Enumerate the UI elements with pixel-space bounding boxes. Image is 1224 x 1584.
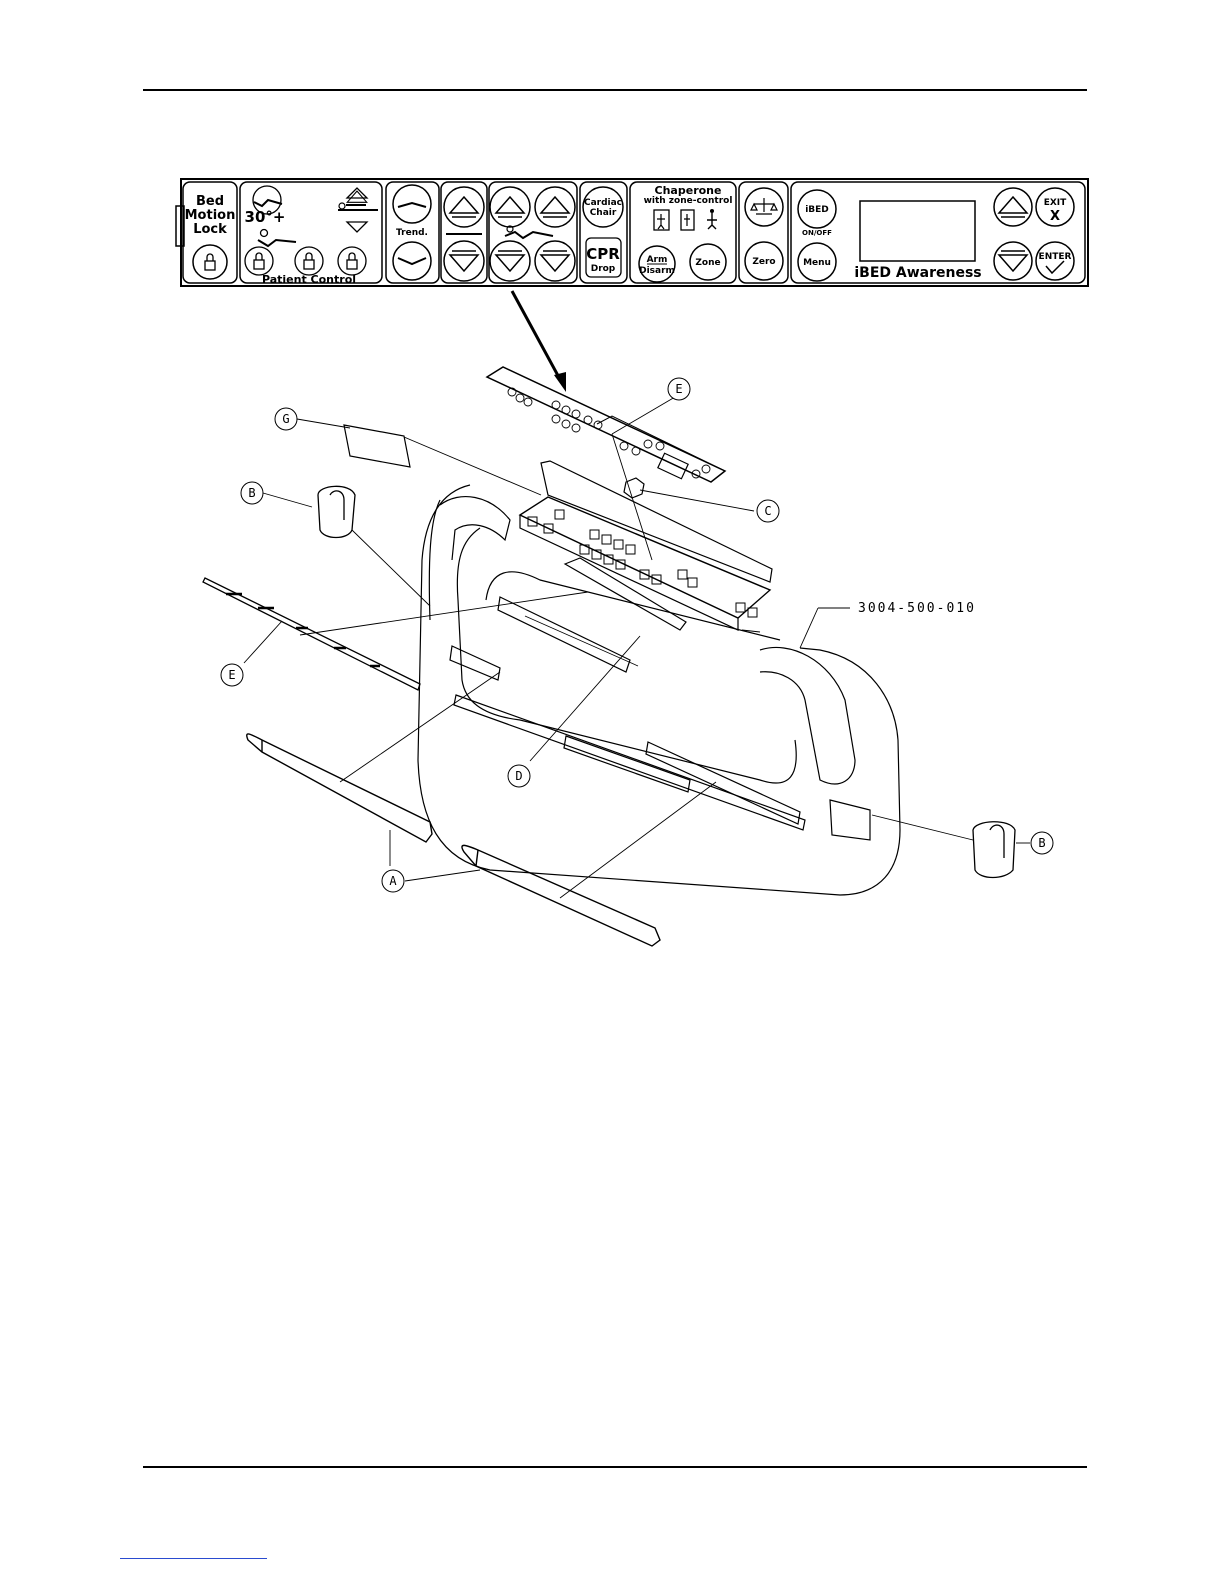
- callout-d: D: [515, 769, 522, 783]
- callout-e-top: E: [675, 382, 682, 396]
- exit-x: X: [1050, 209, 1060, 224]
- callout-e-left: E: [228, 668, 235, 682]
- ibed-awareness-label: iBED Awareness: [854, 265, 981, 281]
- lock-icon: [205, 254, 215, 270]
- part-b-right: [973, 822, 1015, 878]
- chaperone-sub: with zone-control: [644, 196, 733, 206]
- callout-b-left: B: [248, 486, 255, 500]
- bed-motion-lock-label-2: Motion: [185, 208, 236, 223]
- ibed-label: iBED: [805, 205, 829, 215]
- display-screen: [860, 201, 975, 261]
- callout-a: A: [389, 874, 397, 888]
- enter-label: ENTER: [1039, 252, 1072, 262]
- trend-label: Trend.: [396, 228, 428, 238]
- scroll-up-button: [994, 188, 1032, 226]
- disarm-label: Disarm: [639, 266, 675, 276]
- bed-down-icon: [347, 222, 367, 232]
- label-g-part: [344, 425, 410, 467]
- exit-label: EXIT: [1044, 198, 1067, 208]
- pointer-arrow: [512, 291, 566, 392]
- bed-down-button: [444, 241, 484, 281]
- callout-g: G: [282, 412, 289, 426]
- patient-control-label: Patient Control: [262, 273, 356, 286]
- control-panel-overlay: Bed Motion Lock 30°+ Patient Control Tre…: [176, 179, 1088, 286]
- bed-up-button: [444, 187, 484, 227]
- cpr-label: CPR: [586, 245, 620, 263]
- check-icon: [1046, 261, 1064, 273]
- leader-lines: [244, 397, 1030, 898]
- drop-label: Drop: [591, 264, 616, 274]
- footboard-assembly: [418, 367, 900, 895]
- scale-icon: [751, 198, 777, 214]
- on-off-label: ON/OFF: [802, 229, 832, 237]
- bed-up-icon: [347, 188, 367, 198]
- menu-label: Menu: [803, 258, 831, 268]
- angle-label: 30°+: [245, 208, 286, 226]
- scroll-down-button: [994, 242, 1032, 280]
- fowler-icon: [258, 240, 296, 246]
- zone-label: Zone: [695, 258, 720, 268]
- callout-c: C: [764, 504, 771, 518]
- bed-motion-lock-label-3: Lock: [193, 222, 227, 237]
- chair-label: Chair: [590, 208, 617, 218]
- part-b-left: [318, 486, 355, 537]
- bed-motion-lock-button: [193, 245, 227, 279]
- part-number: 3004-500-010: [858, 601, 976, 616]
- cardiac-label: Cardiac: [584, 198, 622, 208]
- callout-b-right: B: [1038, 836, 1045, 850]
- bed-motion-lock-label-1: Bed: [196, 194, 224, 209]
- zero-label: Zero: [752, 257, 775, 267]
- part-a-bumpers: [247, 734, 660, 946]
